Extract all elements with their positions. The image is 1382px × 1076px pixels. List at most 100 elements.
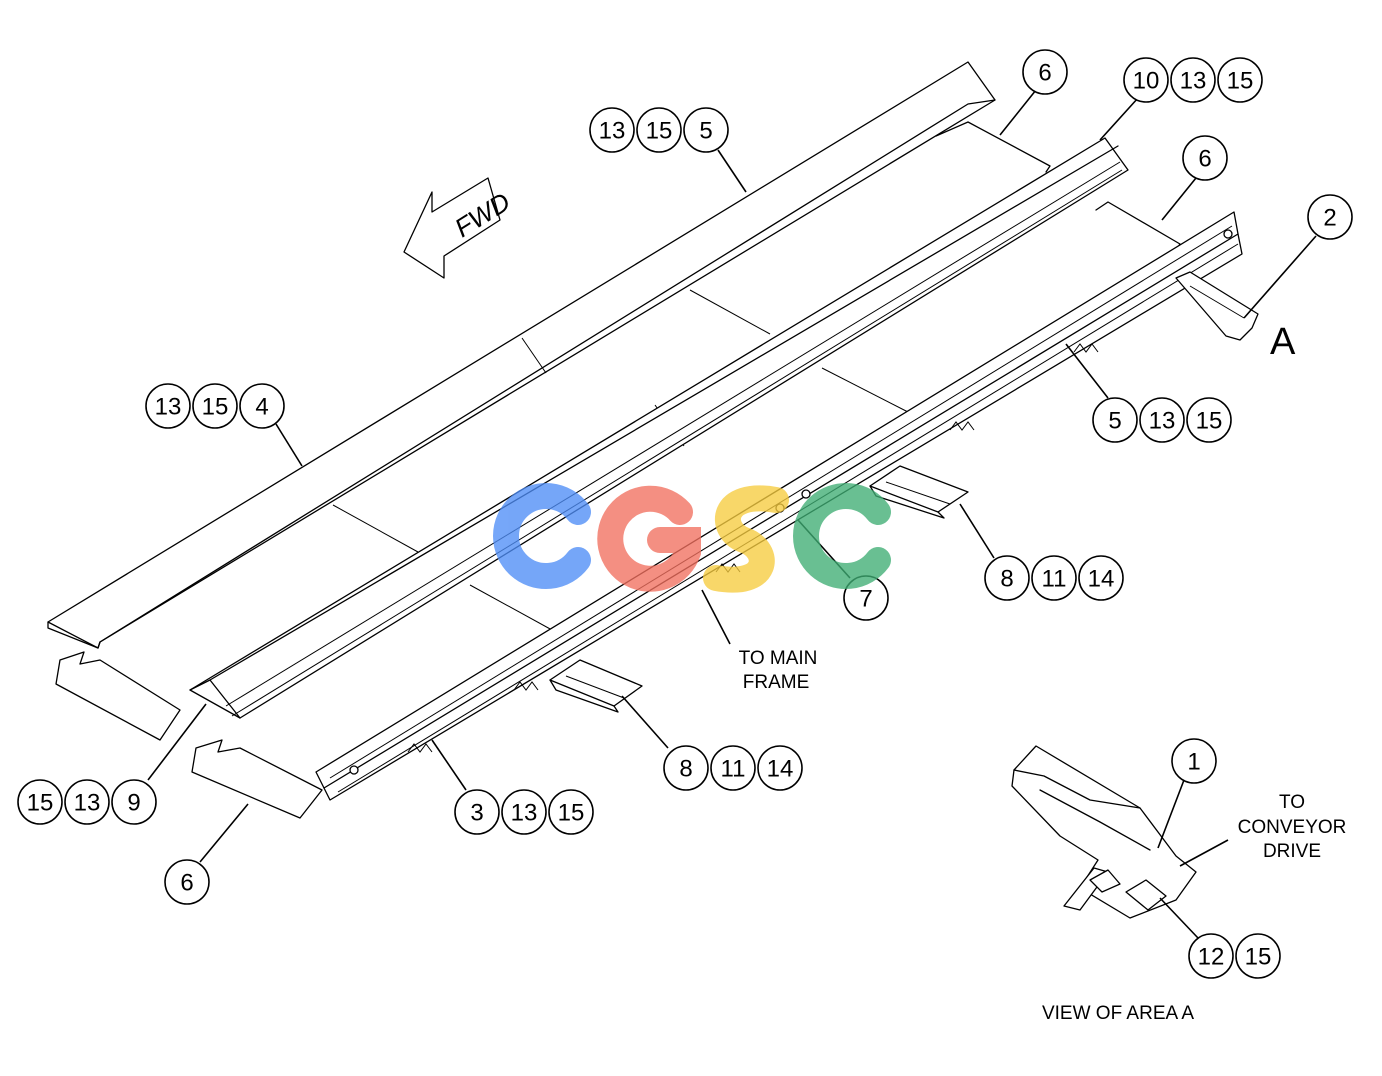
callout-number: 13 xyxy=(599,118,626,145)
callout-item-9: 9 xyxy=(111,779,157,825)
callout-number: 11 xyxy=(1042,566,1067,593)
callout-circle xyxy=(710,745,756,791)
callout-item-15: 15 xyxy=(1235,933,1281,979)
callout-circle xyxy=(164,859,210,905)
callout-number: 15 xyxy=(558,800,585,827)
callout-number: 15 xyxy=(1227,68,1254,95)
callout-number: 15 xyxy=(202,394,229,421)
callout-circle xyxy=(1182,135,1228,181)
callout-circle xyxy=(548,789,594,835)
callout-number: 6 xyxy=(1198,146,1211,173)
callout-circle xyxy=(1188,933,1234,979)
callout-circle xyxy=(64,779,110,825)
callout-number: 14 xyxy=(767,756,794,783)
callout-item-13: 13 xyxy=(64,779,110,825)
callout-number: 3 xyxy=(470,800,483,827)
callout-item-1: 1 xyxy=(1171,738,1217,784)
callout-item-8: 8 xyxy=(663,745,709,791)
callout-item-13: 13 xyxy=(1170,57,1216,103)
callout-number: 11 xyxy=(721,756,746,783)
callout-circle xyxy=(984,555,1030,601)
watermark-letter-g xyxy=(597,485,701,592)
callout-circle xyxy=(192,383,238,429)
support-brackets xyxy=(549,465,969,713)
callout-number: 14 xyxy=(1088,566,1115,593)
note-to-main-frame-line1: TO MAIN xyxy=(739,648,818,669)
callout-item-14: 14 xyxy=(757,745,803,791)
callout-circle xyxy=(589,107,635,153)
callout-number: 7 xyxy=(859,586,872,613)
note-view-of-area-a: VIEW OF AREA A xyxy=(1042,1003,1194,1024)
callout-number: 15 xyxy=(1245,944,1272,971)
callout-item-15: 15 xyxy=(17,779,63,825)
callout-item-13: 13 xyxy=(589,107,635,153)
callout-item-8: 8 xyxy=(984,555,1030,601)
callout-circle xyxy=(1123,57,1169,103)
callout-number: 6 xyxy=(180,870,193,897)
detail-view-area-a xyxy=(1011,745,1197,919)
callout-number: 15 xyxy=(27,790,54,817)
cgsc-watermark-logo xyxy=(493,483,891,593)
callout-circle xyxy=(683,107,729,153)
callout-circle xyxy=(17,779,63,825)
callout-circle xyxy=(1022,49,1068,95)
note-to-conveyor-drive-line3: DRIVE xyxy=(1263,841,1321,862)
callout-circle xyxy=(454,789,500,835)
callout-circle xyxy=(1235,933,1281,979)
callout-circle xyxy=(1171,738,1217,784)
callout-circle xyxy=(1031,555,1077,601)
callout-number: 6 xyxy=(1038,60,1051,87)
callout-item-6: 6 xyxy=(164,859,210,905)
callout-item-6: 6 xyxy=(1022,49,1068,95)
callout-number: 13 xyxy=(1180,68,1207,95)
watermark-letter-c1 xyxy=(493,483,591,589)
note-to-main-frame-line2: FRAME xyxy=(743,672,810,693)
callout-item-5: 5 xyxy=(1092,397,1138,443)
callout-number: 13 xyxy=(155,394,182,421)
callout-item-15: 15 xyxy=(1217,57,1263,103)
callout-number: 1 xyxy=(1187,749,1200,776)
callout-number: 15 xyxy=(646,118,673,145)
callout-circle xyxy=(1217,57,1263,103)
watermark-letter-c2 xyxy=(793,483,891,589)
callout-circle xyxy=(501,789,547,835)
callout-item-13: 13 xyxy=(145,383,191,429)
callout-circle xyxy=(663,745,709,791)
callout-item-5: 5 xyxy=(683,107,729,153)
callout-item-13: 13 xyxy=(501,789,547,835)
callout-circle xyxy=(1092,397,1138,443)
note-to-conveyor-drive-line1: TO xyxy=(1279,792,1305,813)
callout-number: 5 xyxy=(699,118,712,145)
callout-number: 8 xyxy=(679,756,692,783)
callout-number: 9 xyxy=(127,790,140,817)
callout-item-2: 2 xyxy=(1307,194,1353,240)
callout-item-11: 11 xyxy=(710,745,756,791)
callout-number: 13 xyxy=(511,800,538,827)
callout-circle xyxy=(1139,397,1185,443)
callout-number: 5 xyxy=(1108,408,1121,435)
callout-item-15: 15 xyxy=(636,107,682,153)
leader-lines xyxy=(147,89,1317,939)
callout-item-3: 3 xyxy=(454,789,500,835)
callout-circle xyxy=(1186,397,1232,443)
callout-item-6: 6 xyxy=(1182,135,1228,181)
callout-number: 8 xyxy=(1000,566,1013,593)
end-bracket xyxy=(1175,271,1259,341)
callout-item-11: 11 xyxy=(1031,555,1077,601)
callout-item-15: 15 xyxy=(1186,397,1232,443)
callout-circle xyxy=(636,107,682,153)
cover-panel xyxy=(47,61,996,657)
callout-number: 10 xyxy=(1133,68,1160,95)
callout-circle xyxy=(111,779,157,825)
callout-number: 12 xyxy=(1198,944,1225,971)
callout-circle xyxy=(757,745,803,791)
callout-item-10: 10 xyxy=(1123,57,1169,103)
callout-number: 2 xyxy=(1323,205,1336,232)
callout-circle xyxy=(1307,194,1353,240)
forward-arrow: FWD xyxy=(403,177,515,279)
step-panels xyxy=(55,121,1181,819)
callout-item-15: 15 xyxy=(192,383,238,429)
